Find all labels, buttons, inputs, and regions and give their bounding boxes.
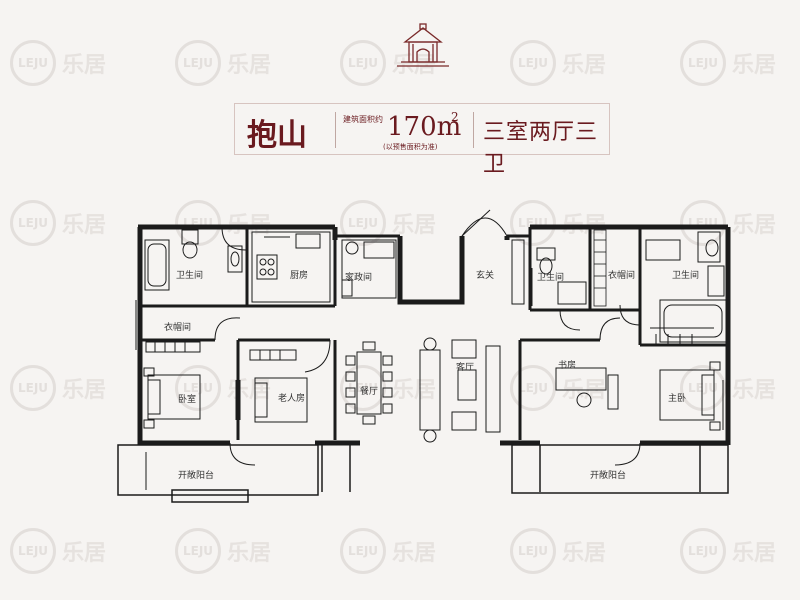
room-label-bath-mid: 卫生间 <box>537 273 565 283</box>
beds <box>143 361 721 431</box>
room-label-balcony-right: 开敞阳台 <box>590 471 627 481</box>
building-logo-icon <box>397 23 449 67</box>
area-unit-superscript: 2 <box>451 110 459 124</box>
room-label-elder-room: 老人房 <box>278 394 306 404</box>
living-set <box>419 337 501 443</box>
kitchen-fixtures <box>251 231 331 303</box>
windows <box>135 300 724 490</box>
room-label-utility: 家政间 <box>345 273 373 283</box>
study-set <box>555 367 619 410</box>
project-name: 抱山 <box>247 118 307 153</box>
title-box: 抱山 建筑面积约 170m 2 (以预售面积为准) 三室两厅三卫 <box>234 103 610 177</box>
room-label-kitchen: 厨房 <box>290 271 309 281</box>
room-label-bath-right: 卫生间 <box>672 271 700 281</box>
bath-left-fixtures <box>144 229 243 291</box>
bath-right-fixtures <box>511 231 727 345</box>
closet-elder <box>249 349 297 361</box>
room-label-closet-right: 衣帽间 <box>608 271 636 281</box>
balconies <box>117 444 729 503</box>
area-label: 建筑面积约 <box>343 115 383 124</box>
room-label-foyer: 玄关 <box>476 271 495 281</box>
area-note: (以预售面积为准) <box>383 143 438 151</box>
area-value: 170m <box>387 112 462 142</box>
layout-type: 三室两厅三卫 <box>483 120 599 177</box>
closet-right <box>593 229 607 307</box>
divider <box>473 112 474 148</box>
interior-walls <box>140 227 728 440</box>
outer-walls <box>137 224 731 446</box>
room-label-bedroom: 卧室 <box>178 395 197 405</box>
room-label-balcony-left: 开敞阳台 <box>178 471 215 481</box>
room-label-dining: 餐厅 <box>360 387 379 397</box>
room-label-closet-left: 衣帽间 <box>164 323 192 333</box>
room-label-master: 主卧 <box>668 394 687 404</box>
door-swings <box>214 209 641 466</box>
utility-fixtures <box>341 239 397 299</box>
room-label-study: 书房 <box>558 361 577 371</box>
divider <box>335 112 336 148</box>
room-label-living: 客厅 <box>456 363 475 373</box>
dining-set <box>345 341 393 425</box>
closet-left <box>145 341 201 353</box>
room-label-bath-left: 卫生间 <box>176 271 204 281</box>
